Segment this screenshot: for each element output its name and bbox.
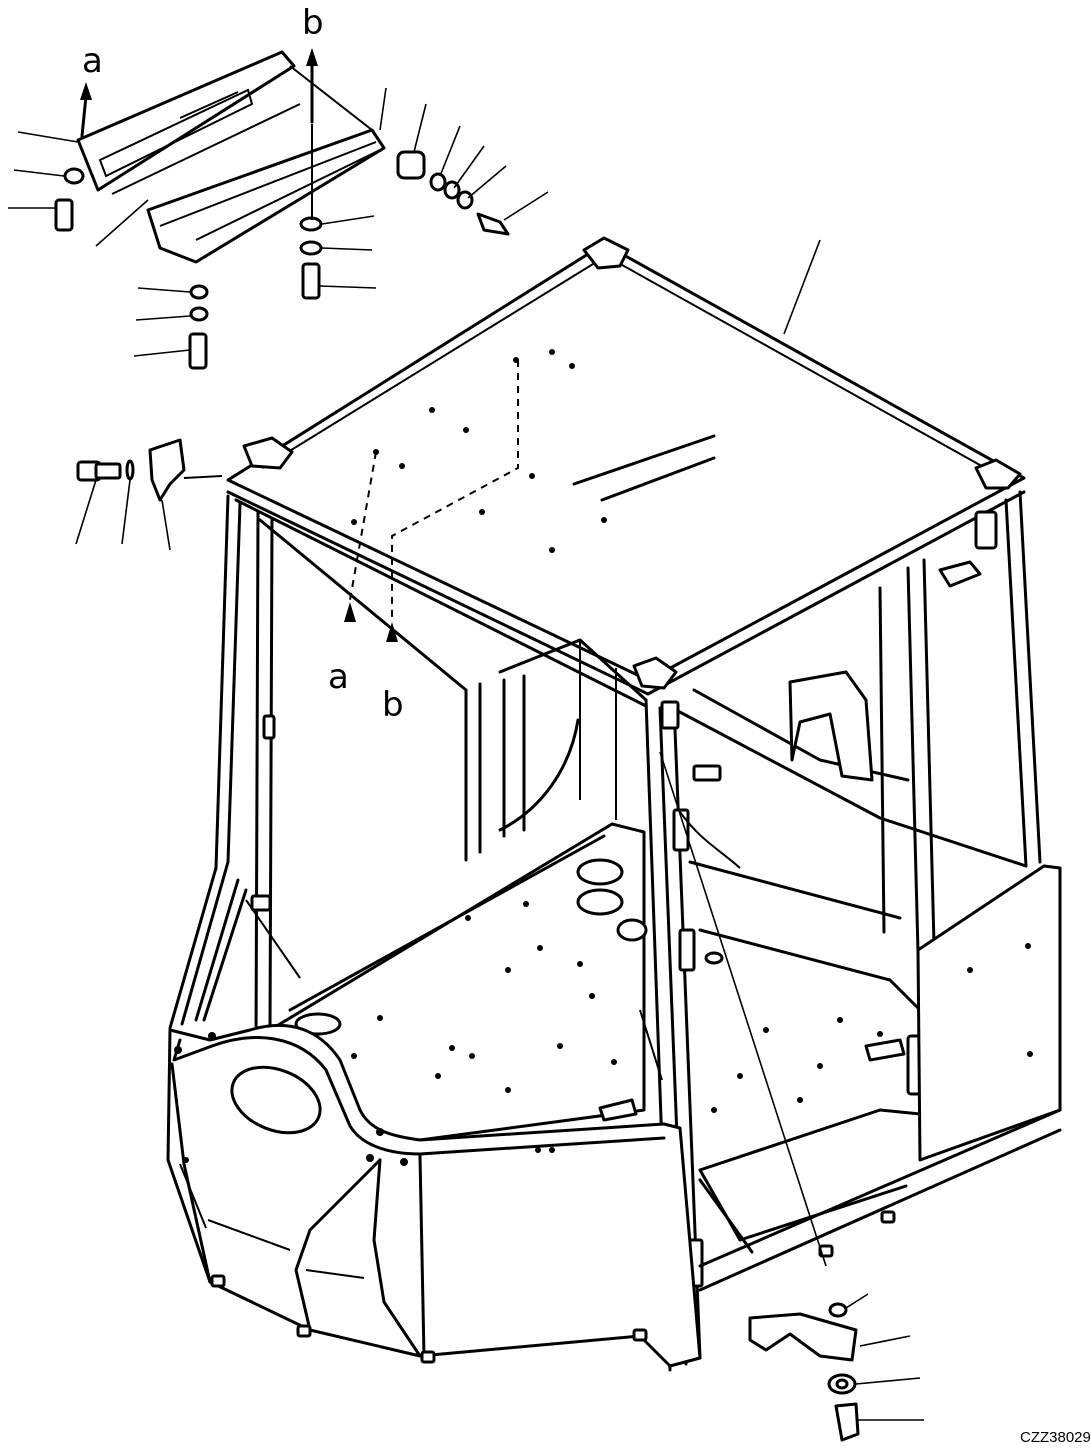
label-b-roof: b — [382, 685, 404, 725]
label-a-roof: a — [328, 657, 349, 697]
label-b-top: b — [302, 3, 324, 43]
cab-lower-body — [166, 751, 1062, 1368]
top-bracket-assembly — [8, 50, 549, 370]
cab-floor — [268, 822, 922, 1254]
label-a-top: a — [82, 41, 103, 81]
arrow-b-roof: b — [382, 622, 404, 725]
roof-leader — [783, 239, 821, 335]
arrow-a-roof: a — [328, 602, 356, 697]
drawing-code: CZZ38029 — [1020, 1429, 1091, 1446]
side-bracket-assembly — [75, 438, 223, 551]
step-bracket-assembly — [748, 1293, 924, 1442]
cab-roof — [226, 236, 1026, 708]
arrow-a-top: a — [80, 41, 103, 138]
arrow-b-top: b — [302, 3, 324, 124]
